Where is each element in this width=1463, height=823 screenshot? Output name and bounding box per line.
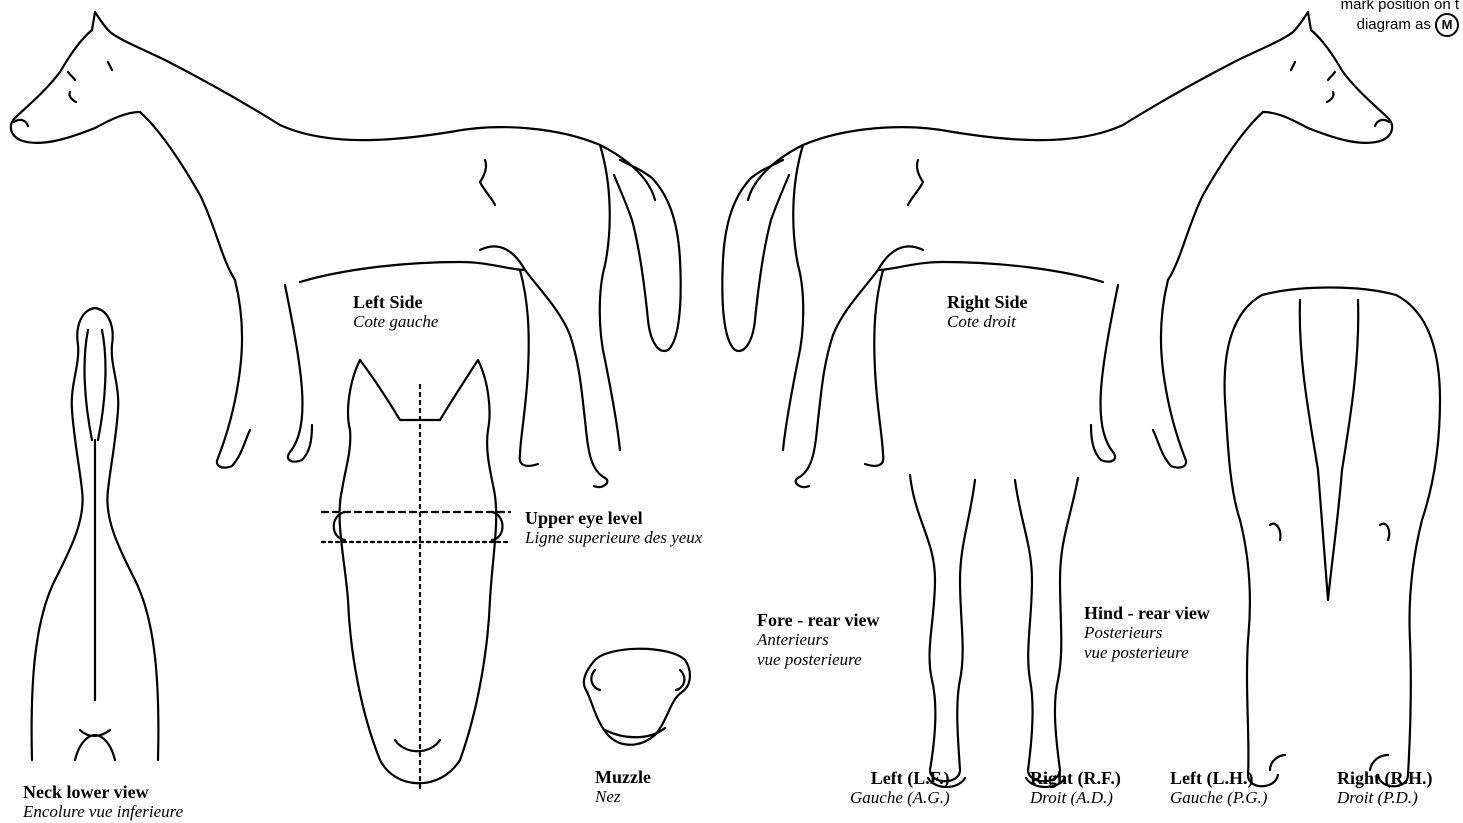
- note-line-1: mark position on t: [1341, 0, 1459, 13]
- label-eye-fr: Ligne superieure des yeux: [525, 528, 702, 548]
- label-right-side-en: Right Side: [947, 292, 1028, 312]
- label-right-fore: Right (R.F.) Droit (A.D.): [1030, 768, 1121, 808]
- label-left-side: Left Side Cote gauche: [353, 292, 438, 332]
- label-muzzle: Muzzle Nez: [595, 767, 651, 807]
- label-neck-en: Neck lower view: [23, 782, 183, 802]
- label-upper-eye-level: Upper eye level Ligne superieure des yeu…: [525, 508, 702, 548]
- label-right-side-fr: Cote droit: [947, 312, 1028, 332]
- label-muzzle-fr: Nez: [595, 787, 651, 807]
- mark-position-note: mark position on t diagram as M: [1341, 0, 1459, 37]
- neck-lower-view-outline: [32, 308, 159, 760]
- label-fore-rear-view: Fore - rear view Anterieurs vue posterie…: [757, 610, 879, 670]
- hind-rear-view-outline: [1225, 288, 1440, 787]
- label-left-side-fr: Cote gauche: [353, 312, 438, 332]
- label-lf-en: Left (L.F.): [850, 768, 950, 788]
- label-neck-fr: Encolure vue inferieure: [23, 802, 183, 822]
- right-side-horse-outline: [722, 12, 1392, 487]
- label-left-hind: Left (L.H.) Gauche (P.G.): [1170, 768, 1267, 808]
- label-rf-en: Right (R.F.): [1030, 768, 1121, 788]
- label-hind-rear-view: Hind - rear view Posterieurs vue posteri…: [1084, 603, 1210, 663]
- label-right-hind: Right (R.H.) Droit (P.D.): [1337, 768, 1433, 808]
- left-side-horse-outline: [11, 12, 681, 487]
- label-neck-lower-view: Neck lower view Encolure vue inferieure: [23, 782, 183, 822]
- label-lh-en: Left (L.H.): [1170, 768, 1267, 788]
- head-front-view-outline: [322, 360, 510, 790]
- label-fore-rear-fr1: Anterieurs: [757, 630, 879, 650]
- label-right-side: Right Side Cote droit: [947, 292, 1028, 332]
- label-fore-rear-fr2: vue posterieure: [757, 650, 879, 670]
- label-muzzle-en: Muzzle: [595, 767, 651, 787]
- label-rh-en: Right (R.H.): [1337, 768, 1433, 788]
- label-left-fore: Left (L.F.) Gauche (A.G.): [850, 768, 950, 808]
- label-rf-fr: Droit (A.D.): [1030, 788, 1121, 808]
- label-hind-rear-en: Hind - rear view: [1084, 603, 1210, 623]
- label-lf-fr: Gauche (A.G.): [850, 788, 950, 808]
- label-hind-rear-fr2: vue posterieure: [1084, 643, 1210, 663]
- marker-m-circle: M: [1435, 13, 1459, 37]
- muzzle-outline: [584, 649, 690, 745]
- label-left-side-en: Left Side: [353, 292, 438, 312]
- label-lh-fr: Gauche (P.G.): [1170, 788, 1267, 808]
- label-fore-rear-en: Fore - rear view: [757, 610, 879, 630]
- label-eye-en: Upper eye level: [525, 508, 702, 528]
- note-line-2: diagram as M: [1341, 13, 1459, 37]
- fore-rear-view-outline: [910, 475, 1078, 787]
- label-hind-rear-fr1: Posterieurs: [1084, 623, 1210, 643]
- label-rh-fr: Droit (P.D.): [1337, 788, 1433, 808]
- note-line-2-text: diagram as: [1357, 16, 1431, 33]
